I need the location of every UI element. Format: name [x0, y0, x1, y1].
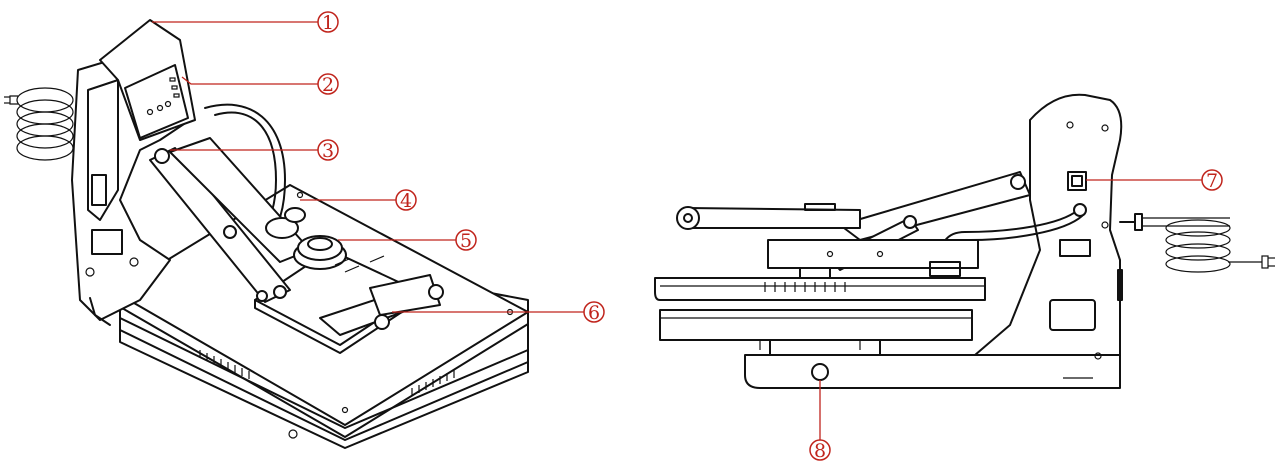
- callout-5-label: 5: [460, 230, 472, 252]
- callout-5: 5: [338, 229, 477, 252]
- right-power-cord: [1119, 213, 1275, 273]
- callout-8: 8: [809, 380, 831, 462]
- power-cord-coil: [4, 87, 74, 161]
- callout-8-label: 8: [814, 440, 826, 462]
- callout-4-label: 4: [400, 190, 412, 212]
- callout-1: 1: [152, 11, 339, 34]
- heat-housing: [767, 239, 979, 277]
- handle: [319, 255, 444, 336]
- control-head: [99, 19, 196, 141]
- pressure-knob: [293, 235, 347, 270]
- side-upper-platen: [654, 267, 986, 301]
- side-frame: [974, 93, 1123, 360]
- side-handle: [676, 203, 861, 230]
- callout-7-label: 7: [1206, 170, 1218, 192]
- callout-2: 2: [181, 73, 339, 96]
- right-view-heat-press: 7 8: [654, 93, 1275, 462]
- callout-7: 7: [1086, 169, 1223, 192]
- callout-6-label: 6: [588, 302, 600, 324]
- callout-6: 6: [392, 301, 605, 324]
- side-lower-platen: [659, 309, 973, 350]
- left-view-heat-press: 1 2 3 4 5 6: [4, 11, 605, 449]
- callout-2-label: 2: [322, 74, 334, 96]
- base-foot: [744, 339, 1121, 389]
- callout-1-label: 1: [322, 12, 334, 34]
- callout-4: 4: [300, 189, 417, 212]
- gas-cylinder: [265, 207, 306, 239]
- callout-3: 3: [170, 139, 339, 162]
- callout-3-label: 3: [322, 140, 334, 162]
